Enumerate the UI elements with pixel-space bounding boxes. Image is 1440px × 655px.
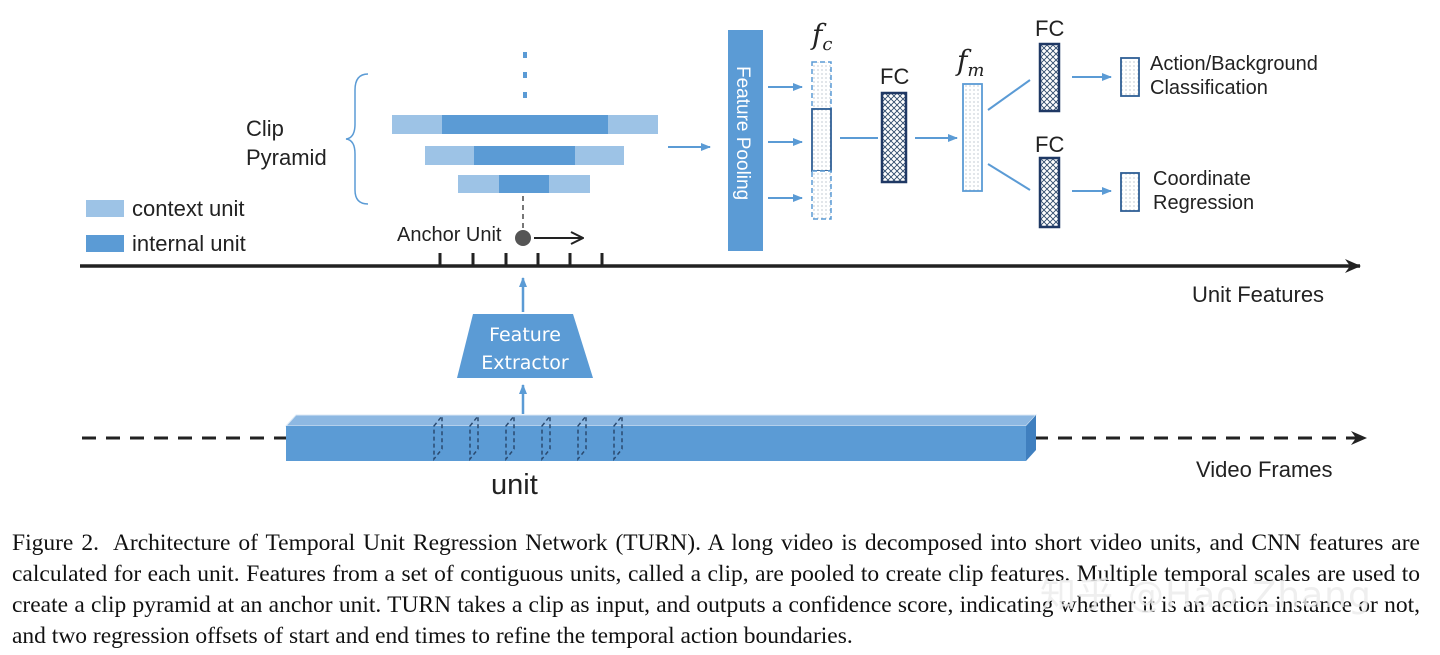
fc-feature-label: fc — [810, 18, 832, 55]
anchor-unit-label: Anchor Unit — [397, 224, 502, 246]
fm-feature-vector — [962, 83, 983, 192]
fc-feature-vector-context-top — [811, 61, 832, 110]
feature-extractor-label-line1: Feature — [489, 324, 561, 346]
unit-label: unit — [491, 469, 538, 501]
fc-top-label: FC — [1035, 16, 1064, 41]
video-unit-bar — [284, 414, 1038, 461]
legend-context-swatch — [86, 200, 124, 217]
pyramid-continuation-dots — [523, 52, 527, 98]
unit-features-label: Unit Features — [1192, 282, 1324, 307]
clip-pyramid-label-line1: Clip — [246, 116, 284, 141]
pyramid-level-2-internal — [474, 146, 575, 165]
fc-bottom-label: FC — [1035, 132, 1064, 157]
coordinate-output-label-line2: Regression — [1153, 192, 1254, 214]
fm-feature-label: fm — [955, 44, 984, 81]
video-frames-label: Video Frames — [1196, 457, 1333, 482]
fc-layer-box — [880, 91, 908, 184]
caption-text: Architecture of Temporal Unit Regression… — [12, 530, 1420, 649]
fc-bottom-box — [1038, 156, 1061, 229]
watermark-handle: @Hao Zhang — [1128, 575, 1372, 616]
feature-pooling-label: Feature Pooling — [732, 66, 753, 200]
action-output-box — [1120, 57, 1140, 97]
fm-to-fc-top-line — [987, 79, 1031, 111]
figure-caption: Figure 2.Architecture of Temporal Unit R… — [12, 528, 1420, 652]
unit-feature-ticks — [438, 253, 604, 266]
legend-internal-swatch — [86, 235, 124, 252]
anchor-unit-dot — [515, 230, 531, 246]
fc-layer-label: FC — [880, 64, 909, 89]
action-output-label-line2: Classification — [1150, 77, 1268, 99]
fc-top-box — [1038, 42, 1061, 113]
action-output-label-line1: Action/Background — [1150, 53, 1318, 75]
feature-extractor-box — [457, 314, 593, 378]
coordinate-output-label-line1: Coordinate — [1153, 168, 1251, 190]
legend-context-label: context unit — [132, 196, 245, 221]
feature-pooling-box — [728, 30, 763, 251]
coordinate-output-box — [1120, 172, 1140, 212]
turn-architecture-diagram: Clip Pyramid context unit internal unit … — [80, 16, 1367, 501]
pyramid-level-3-internal — [442, 115, 608, 134]
clip-pyramid-brace — [345, 73, 369, 205]
video-frame-slices — [433, 413, 623, 462]
fm-to-fc-bottom-line — [987, 163, 1031, 191]
legend-internal-label: internal unit — [132, 231, 246, 256]
legend: context unit internal unit — [86, 196, 246, 256]
pyramid-level-1-internal — [499, 175, 549, 193]
watermark-brand: 知乎 — [1040, 575, 1115, 616]
caption-label: Figure 2. — [12, 530, 99, 556]
watermark: 知乎 @Hao Zhang — [1040, 566, 1386, 618]
fc-feature-vector-internal — [811, 108, 832, 172]
feature-extractor-label-line2: Extractor — [481, 352, 569, 374]
clip-pyramid-label-line2: Pyramid — [246, 145, 327, 170]
clip-pyramid — [392, 115, 658, 193]
fc-feature-vector-context-bottom — [811, 170, 832, 220]
